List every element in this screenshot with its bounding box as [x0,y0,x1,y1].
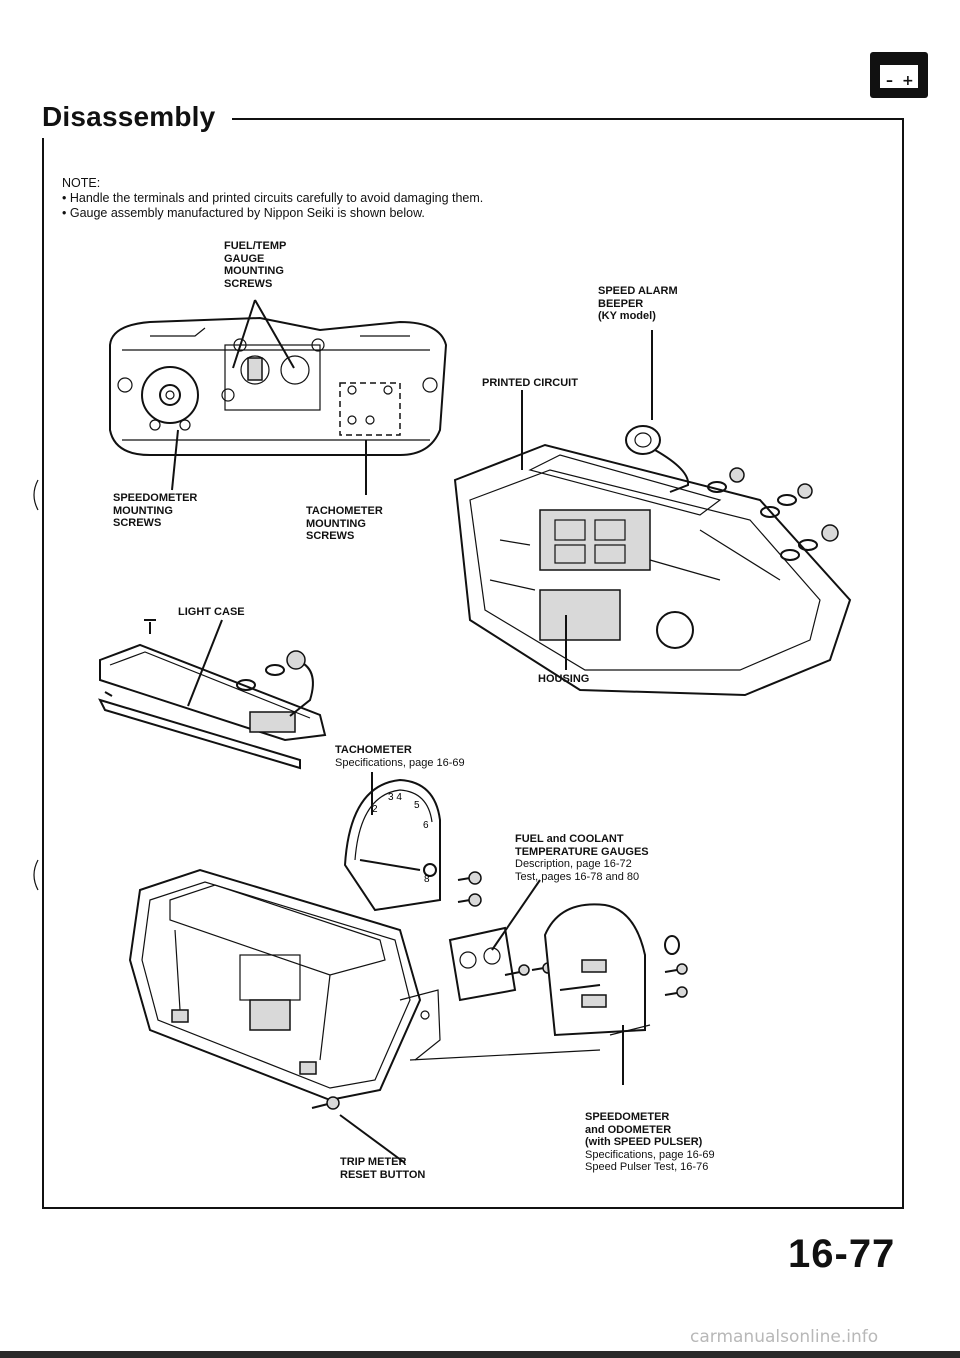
callout-spec: Specifications, page 16-69 [585,1148,715,1161]
section-title: Disassembly [42,101,216,132]
frame-bottom-rule [42,1207,904,1209]
callout-line: SCREWS [113,517,162,529]
pulser-link-line [409,1049,601,1061]
meter-lens-housing [128,868,441,1102]
callout-light-case: LIGHT CASE [178,606,245,618]
svg-text:2: 2 [372,804,378,815]
svg-text:8: 8 [424,874,430,885]
fuel-temp-gauge [448,926,554,1002]
callout-line: SPEED ALARM [598,285,678,297]
callout-fuel-coolant-gauges: FUEL and COOLANT TEMPERATURE GAUGES Desc… [515,833,649,883]
callout-speedometer-screws: SPEEDOMETER MOUNTING SCREWS [113,492,197,530]
callout-line: FUEL and COOLANT [515,833,624,845]
callout-line: GAUGE [224,252,265,265]
leader-fuel-temp-screws [232,299,295,369]
callout-line: TACHOMETER [306,505,383,517]
battery-cell-outline: – + [878,63,920,90]
housing-diagram [453,443,852,697]
callout-fuel-temp-screws: FUEL/TEMP GAUGE MOUNTING SCREWS [224,240,286,290]
callout-spec: Test, pages 16-78 and 80 [515,870,640,883]
tachometer-dial: 2 3 4 5 6 8 [343,778,441,912]
callout-spec: Description, page 16-72 [515,858,632,870]
speedometer-dial [543,903,688,1037]
footer-rule [0,1351,960,1358]
leader-speedometer-screws [171,429,179,491]
note-item: • Gauge assembly manufactured by Nippon … [62,206,425,220]
callout-tachometer-screws: TACHOMETER MOUNTING SCREWS [306,505,383,543]
callout-speedometer-odometer: SPEEDOMETER and ODOMETER (with SPEED PUL… [585,1111,715,1174]
callout-line: RESET BUTTON [340,1168,426,1181]
callout-line: and ODOMETER [585,1123,672,1136]
tachometer-screws [457,871,482,907]
callout-line: MOUNTING [113,504,173,517]
binding-mark [33,479,39,511]
svg-text:3 4: 3 4 [388,792,402,803]
note-item: • Handle the terminals and printed circu… [62,191,484,205]
callout-line: (KY model) [598,310,656,322]
title-rule [232,118,902,120]
page-number: 16-77 [788,1232,896,1276]
leader-trip-reset [339,1114,406,1164]
battery-section-icon: – + [870,52,928,98]
callout-line: TACHOMETER [335,744,412,756]
speed-alarm-beeper [625,425,690,493]
callout-line: MOUNTING [224,265,284,277]
leader-fuel-coolant [491,879,541,951]
callout-spec: Specifications, page 16-69 [335,756,465,769]
callout-trip-reset: TRIP METER RESET BUTTON [340,1156,425,1181]
callout-line: SCREWS [224,277,273,290]
callout-line: SPEEDOMETER [585,1111,670,1123]
frame-left-rule [42,138,44,1208]
callout-line: FUEL/TEMP [224,240,287,252]
callout-line: TEMPERATURE GAUGES [515,845,649,858]
callout-housing: HOUSING [538,673,590,685]
battery-plus-sign: + [902,73,914,89]
callout-line: SPEEDOMETER [113,492,198,504]
bulb-socket-set [707,467,839,561]
callout-line: SCREWS [306,530,355,542]
leader-light-case [187,619,223,707]
footer-watermark: carmanualsonline.info [690,1327,879,1347]
svg-text:6: 6 [423,820,429,831]
callout-tachometer: TACHOMETER Specifications, page 16-69 [335,744,465,769]
callout-line: MOUNTING [306,517,366,530]
callout-line: (with SPEED PULSER) [585,1136,703,1148]
svg-text:5: 5 [414,800,420,811]
light-case-diagram [98,619,327,770]
callout-line: TRIP METER [340,1156,407,1168]
callout-printed-circuit: PRINTED CIRCUIT [482,377,578,389]
trip-reset-button [311,1096,340,1110]
callout-speed-alarm-beeper: SPEED ALARM BEEPER (KY model) [598,285,678,323]
note-block: NOTE: • Handle the terminals and printed… [62,176,483,221]
frame-right-rule [902,118,904,1208]
binding-mark [33,859,39,891]
callout-line: BEEPER [598,297,644,310]
note-heading: NOTE: [62,176,101,190]
battery-minus-sign: – [886,73,893,89]
gauge-assembly-body [109,316,448,456]
callout-spec: Speed Pulser Test, 16-76 [585,1161,709,1173]
